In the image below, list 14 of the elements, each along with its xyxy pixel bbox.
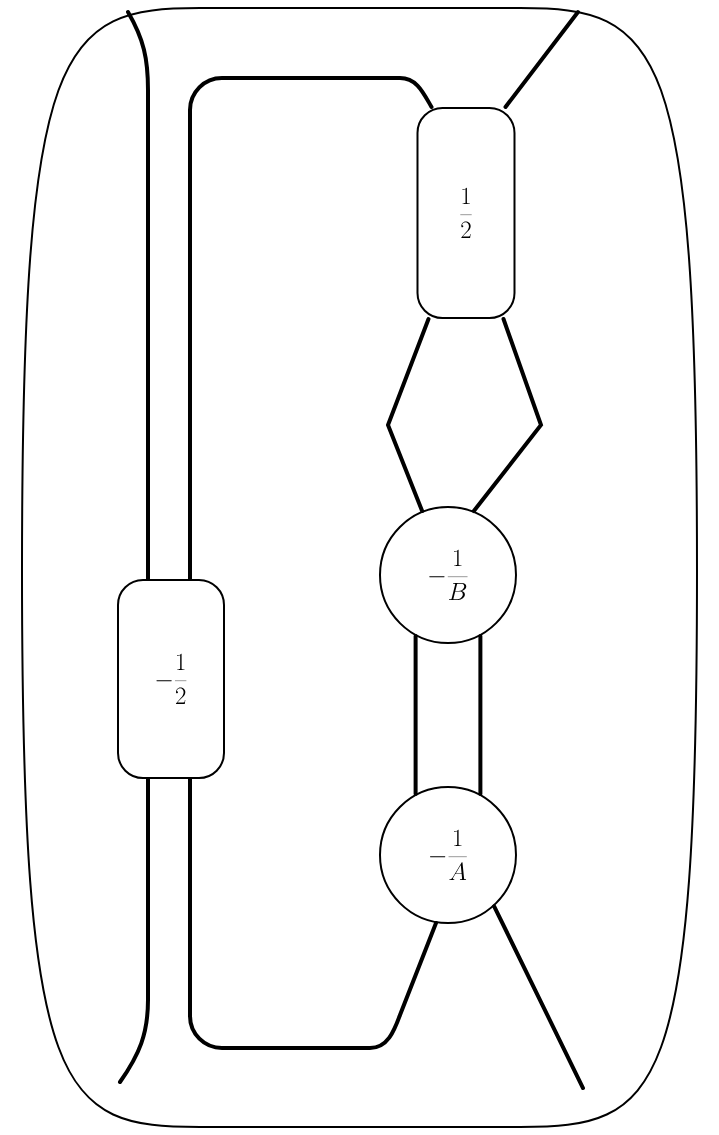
strand <box>188 76 434 581</box>
circle-node: $-\frac{1}{B}$ <box>379 506 517 644</box>
strand <box>126 10 150 581</box>
strand <box>413 633 418 797</box>
strand <box>385 317 431 514</box>
strand <box>492 904 585 1090</box>
strand <box>188 777 438 1050</box>
circle-node: $-\frac{1}{A}$ <box>379 786 517 924</box>
strand <box>118 777 150 1084</box>
strand <box>478 633 483 797</box>
rounded-box: $-\frac{1}{2}$ <box>117 579 225 779</box>
rounded-box: $\frac{1}{2}$ <box>416 107 516 319</box>
strand <box>503 10 580 109</box>
strand <box>471 317 544 514</box>
